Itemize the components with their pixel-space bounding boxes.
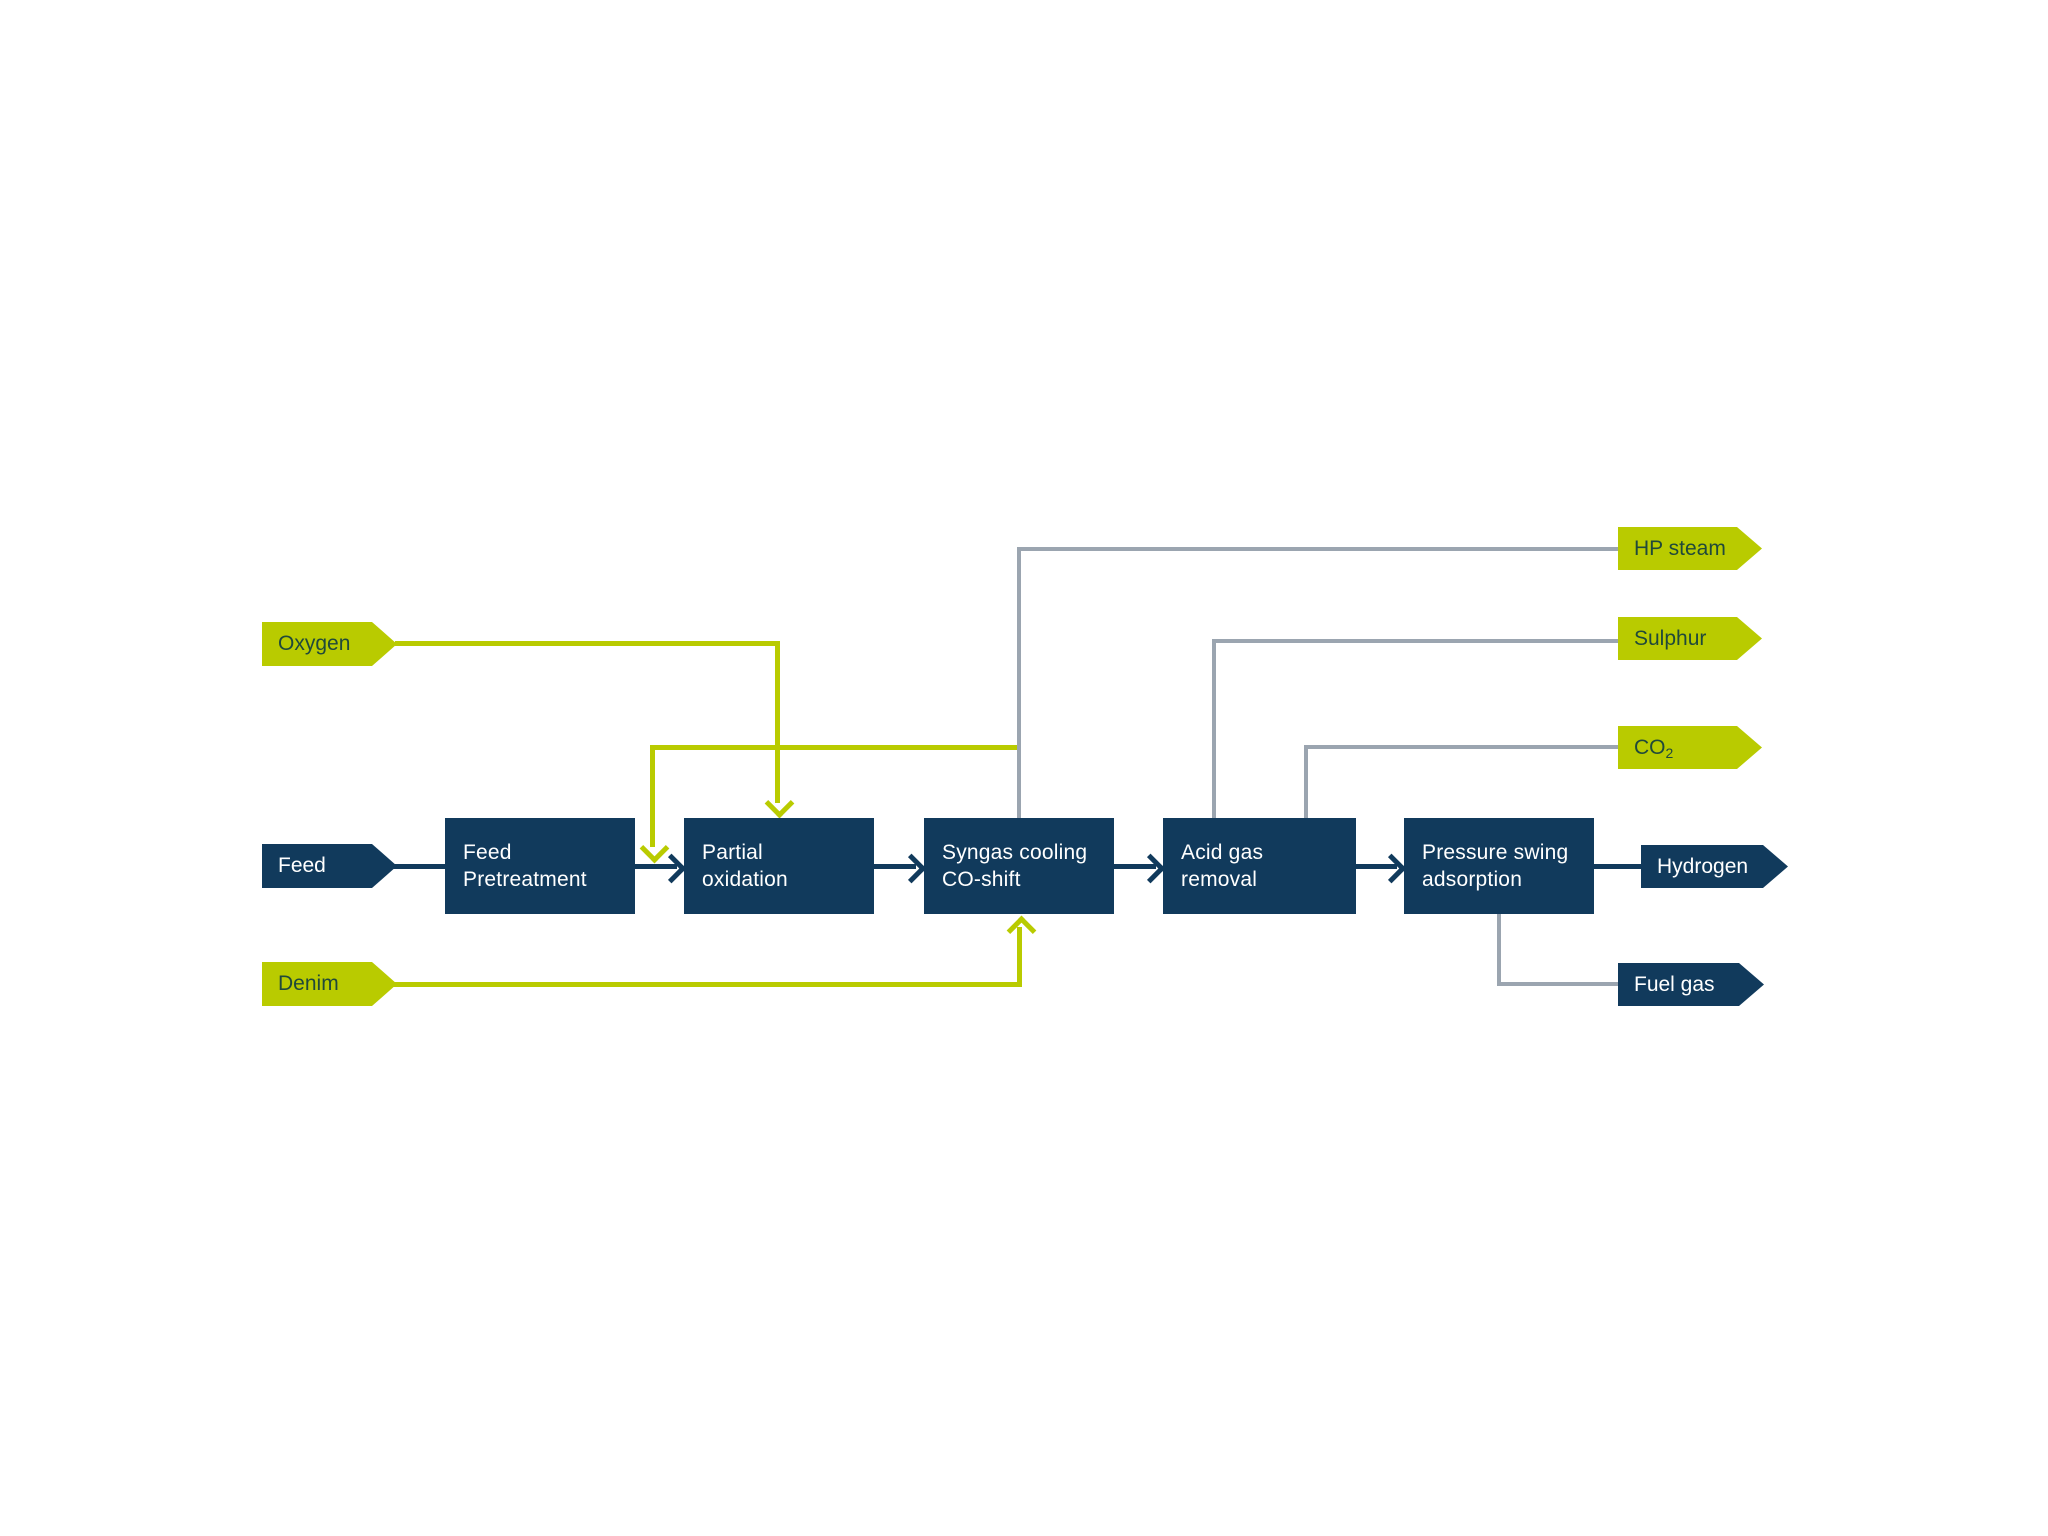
process-box-label-line2: Pretreatment — [463, 868, 587, 891]
input-label: Feed — [278, 854, 326, 877]
input-label: Denim — [278, 972, 339, 995]
connector-3-line — [1114, 864, 1156, 869]
input-tag-oxygen: Oxygen — [262, 622, 397, 666]
process-box-feed-pretreatment: Feed Pretreatment — [445, 818, 635, 914]
co2-line-vertical — [1304, 745, 1308, 818]
connector-1-line — [635, 864, 677, 869]
process-box-label-line1: Partial — [702, 841, 763, 864]
input-tag-feed: Feed — [262, 844, 397, 888]
process-box-label-line1: Pressure swing — [1422, 841, 1569, 864]
process-box-label-line2: oxidation — [702, 868, 788, 891]
connector-4-line — [1353, 864, 1397, 869]
output-label: HP steam — [1634, 536, 1726, 560]
oxygen-line-vertical — [775, 641, 780, 803]
output-tag-sulphur: Sulphur — [1618, 617, 1762, 660]
connector-2-line — [874, 864, 916, 869]
oxygen-branch-line-vertical — [650, 745, 655, 847]
output-label: Fuel gas — [1634, 972, 1715, 996]
feed-line — [393, 864, 445, 869]
output-tag-fuel-gas: Fuel gas — [1618, 963, 1764, 1006]
arrowhead-right-icon — [656, 853, 687, 884]
process-box-label-line1: Acid gas — [1181, 841, 1264, 864]
output-label: Hydrogen — [1657, 854, 1749, 878]
arrowhead-right-icon — [896, 853, 927, 884]
sulphur-line-horizontal — [1212, 639, 1618, 643]
arrowhead-up-icon — [1006, 915, 1037, 946]
process-box-syngas-cooling-co-shift: Syngas cooling CO-shift — [924, 818, 1114, 914]
output-tag-hp-steam: HP steam — [1618, 527, 1762, 570]
process-box-label-line1: Feed — [463, 841, 512, 864]
hydrogen-line — [1594, 864, 1641, 869]
arrowhead-right-icon — [1376, 853, 1407, 884]
output-label: Sulphur — [1634, 626, 1707, 650]
hp-steam-line-horizontal — [1017, 547, 1618, 551]
fuel-gas-line-vertical — [1497, 913, 1501, 986]
oxygen-branch-line-horizontal — [650, 745, 1017, 750]
output-tag-hydrogen: Hydrogen — [1641, 845, 1788, 888]
denim-line-vertical — [1017, 927, 1022, 985]
process-box-label-line2: removal — [1181, 868, 1258, 891]
process-box-acid-gas-removal: Acid gas removal — [1163, 818, 1356, 914]
process-box-label-line2: adsorption — [1422, 868, 1523, 891]
arrowhead-down-icon — [764, 788, 795, 819]
hp-steam-line-vertical — [1017, 547, 1021, 818]
sulphur-line-vertical — [1212, 639, 1216, 818]
process-box-pressure-swing-adsorption: Pressure swing adsorption — [1404, 818, 1594, 914]
output-label-subscript: 2 — [1665, 745, 1674, 761]
input-tag-denim: Denim — [262, 962, 397, 1006]
arrowhead-right-icon — [1135, 853, 1166, 884]
process-box-label-line1: Syngas cooling — [942, 841, 1088, 864]
oxygen-line-horizontal — [395, 641, 780, 646]
co2-line-horizontal — [1304, 745, 1618, 749]
output-label: CO — [1634, 735, 1666, 759]
process-box-label-line2: CO-shift — [942, 868, 1021, 891]
denim-line-horizontal — [391, 982, 1022, 987]
input-label: Oxygen — [278, 632, 351, 655]
fuel-gas-line-horizontal — [1497, 982, 1619, 986]
process-box-partial-oxidation: Partial oxidation — [684, 818, 874, 914]
